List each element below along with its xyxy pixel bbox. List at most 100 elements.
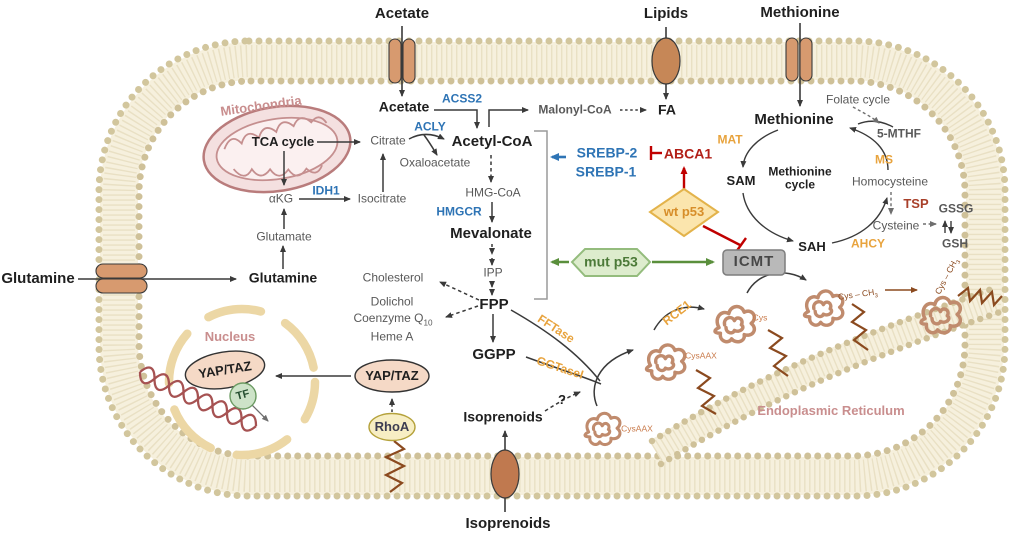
- anchor-cys: [767, 329, 789, 377]
- label-5-mthf: 5-MTHF: [877, 126, 921, 141]
- protein-cys: [713, 304, 757, 344]
- label-srebp2: SREBP-2: [576, 144, 638, 161]
- line-fpp-fftase: [510, 309, 601, 382]
- label-lipids-extracellular: Lipids: [643, 5, 689, 23]
- label-citrate: Citrate: [370, 133, 406, 148]
- arrow-icmt-methylation: [746, 272, 807, 294]
- arrow-citrate-acetylcoa: [408, 133, 445, 140]
- label-gssg: GSSG: [938, 201, 974, 216]
- label-oxaloacetate: Oxaloacetate: [399, 155, 471, 170]
- arc-sam-sah: [742, 192, 794, 243]
- mutp53-hexagon: [570, 248, 652, 277]
- label-yaptaz-cytoplasmic: YAP/TAZ: [365, 368, 419, 384]
- label-idh1: IDH1: [312, 183, 340, 198]
- label-cys: Cys: [752, 312, 768, 323]
- arrow-acetylcoa-malonyl: [488, 107, 529, 127]
- label-methionine-extracellular: Methionine: [760, 4, 840, 22]
- label-mat: MAT: [717, 132, 743, 147]
- label-sah: SAH: [798, 239, 826, 255]
- label-nucleus: Nucleus: [204, 329, 256, 345]
- transporter-lipids: [651, 37, 681, 85]
- label-ahcy: AHCY: [850, 236, 886, 251]
- label-acetate-extracellular: Acetate: [374, 5, 430, 23]
- arrow-rce1-cleavage: [653, 304, 705, 331]
- icmt-box: [722, 249, 786, 276]
- label-glutamate: Glutamate: [256, 229, 312, 244]
- label-fpp: FPP: [479, 296, 509, 314]
- label-ggpp: GGPP: [472, 346, 516, 364]
- transporter-methionine: [785, 37, 813, 82]
- yaptaz-cytoplasmic-oval: [354, 359, 430, 393]
- transporter-acetate: [388, 38, 416, 84]
- label-cysaax-free: CysAAX: [621, 423, 653, 434]
- label-endoplasmic-reticulum: Endoplasmic Reticulum: [757, 403, 905, 419]
- label-hmg-coa: HMG-CoA: [465, 185, 521, 200]
- transporter-glutamine: [95, 263, 148, 294]
- tf-circle: [229, 382, 257, 410]
- label-heme-a: Heme A: [370, 329, 414, 344]
- label-isoprenoids-extracellular: Isoprenoids: [465, 515, 551, 533]
- label-mut-p53: mut p53: [584, 253, 638, 270]
- arc-methionine-sam: [740, 129, 779, 168]
- label-acly: ACLY: [414, 119, 446, 134]
- arrow-folate-mthf: [852, 106, 880, 124]
- label-folate-cycle: Folate cycle: [825, 92, 891, 107]
- label-cholesterol: Cholesterol: [362, 270, 424, 285]
- inhibit-wtp53-icmt-stem: [702, 224, 741, 247]
- mitochondria-shape: [202, 104, 352, 194]
- label-cysteine: Cysteine: [872, 218, 920, 233]
- label-isoprenoids-cytosol: Isoprenoids: [463, 408, 543, 425]
- arc-sah-homocysteine: [831, 197, 889, 244]
- label-acetate-cytosol: Acetate: [378, 98, 430, 115]
- label-hmgcr: HMGCR: [436, 204, 482, 219]
- label-question-mark: ?: [558, 392, 566, 408]
- arc-homocysteine-methionine: [849, 127, 889, 171]
- label-srebp1: SREBP-1: [575, 163, 637, 180]
- yaptaz-nuclear-oval: [184, 350, 266, 390]
- protein-cysch3: [802, 289, 845, 327]
- label-wt-p53: wt p53: [663, 204, 705, 220]
- anchor-membrane-protein: [957, 285, 1003, 308]
- label-methionine-cytosol: Methionine: [754, 111, 834, 129]
- anchor-rhoa: [383, 440, 407, 493]
- protein-cysaax-anchored: [644, 343, 687, 381]
- label-icmt: ICMT: [733, 253, 775, 271]
- label-glutamine-cytosol: Glutamine: [248, 269, 318, 286]
- label-abca1: ABCA1: [663, 145, 713, 162]
- rhoa-oval: [368, 412, 416, 442]
- label-tsp: TSP: [903, 196, 929, 212]
- wtp53-diamond: [648, 187, 720, 238]
- label-coenzyme-q10: Coenzyme Q10: [353, 311, 433, 328]
- label-rhoa: RhoA: [374, 419, 410, 435]
- label-ms: MS: [875, 152, 893, 167]
- arrow-citrate-oxaloacetate: [423, 134, 438, 156]
- arrow-prenylation-junction: [593, 349, 634, 407]
- pathway-bracket: [534, 130, 548, 300]
- label-isocitrate: Isocitrate: [357, 191, 407, 206]
- arrow-isoprenoids-question: [544, 391, 581, 412]
- arrow-acetate-acetylcoa: [434, 109, 480, 129]
- label-akg: αKG: [268, 191, 294, 206]
- label-dolichol: Dolichol: [370, 294, 414, 309]
- label-acetyl-coa: Acetyl-CoA: [451, 133, 533, 151]
- arrow-tf-transcription: [250, 403, 269, 422]
- label-acss2: ACSS2: [441, 91, 483, 106]
- label-mevalonate: Mevalonate: [450, 225, 532, 243]
- protein-cysaax-free: [583, 411, 622, 447]
- label-ipp: IPP: [483, 265, 503, 280]
- label-sam: SAM: [726, 173, 756, 189]
- anchor-cysch3: [850, 303, 869, 351]
- label-malonyl-coa: Malonyl-CoA: [538, 102, 612, 117]
- label-cysaax-anchored: CysAAX: [685, 350, 717, 361]
- anchor-cysaax: [695, 369, 717, 415]
- label-gsh: GSH: [941, 236, 969, 251]
- dna-helix: [138, 366, 258, 432]
- label-glutamine-extracellular: Glutamine: [1, 270, 75, 288]
- label-fa: FA: [658, 101, 676, 118]
- transporter-isoprenoids: [490, 449, 520, 499]
- arrow-fpp-dolichol: [445, 305, 479, 318]
- arrow-fpp-cholesterol: [439, 281, 480, 301]
